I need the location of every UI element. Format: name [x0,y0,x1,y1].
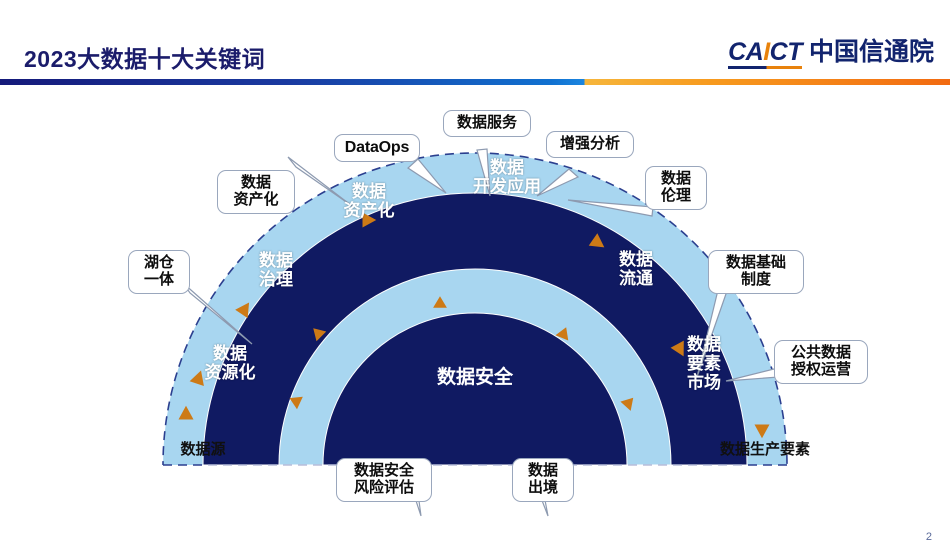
flow-arrows-outer [178,212,770,439]
callout-data-security-risk-assessment[interactable]: 数据安全 风险评估 [336,458,432,502]
leader-data-assetization [287,156,353,207]
ring-label-data-resourcing: 数据 资源化 [204,344,256,383]
callout-public-data-authorized-operation[interactable]: 公共数据 授权运营 [774,340,868,384]
ring-label-data-governance: 数据 治理 [259,251,293,290]
logo-text-i: I [763,38,770,66]
callout-lakehouse[interactable]: 湖仓 一体 [128,250,190,294]
logo-underline [728,66,802,69]
caict-logo: CAICT 中国信通院 [728,40,934,69]
arrow-outer-5 [668,328,684,357]
leader-dataops [407,158,447,194]
callout-data-basic-system[interactable]: 数据基础 制度 [708,250,804,294]
core-label-data-security: 数据安全 [436,367,513,388]
ring-label-data-element-market: 数据 要素 市场 [687,335,721,393]
arrow-inner-5 [615,397,634,418]
arrow-inner-1 [289,396,314,410]
ring-label-data-development: 数据 开发应用 [473,158,541,197]
callout-data-cross-border[interactable]: 数据 出境 [512,458,574,502]
ring-label-data-circulation: 数据 流通 [619,250,653,289]
arrow-outer-2 [231,302,250,329]
callout-data-assetization[interactable]: 数据 资产化 [217,170,295,214]
arrow-outer-4 [578,229,605,248]
callout-leaders [182,148,780,517]
flow-arrows-inner [289,296,634,418]
arrow-outer-6-down [754,407,770,439]
ring-label-data-assetization: 数据 资产化 [343,182,395,221]
logo-text-ca: CA [728,38,764,66]
leader-augmented-analytics [536,168,580,197]
logo-chinese-name: 中国信通院 [808,38,934,66]
band-label-data-production-factor: 数据生产要素 [719,441,810,458]
diagram-svg [162,148,788,517]
callout-dataops[interactable]: DataOps [334,134,420,162]
callout-augmented-analytics[interactable]: 增强分析 [546,131,634,158]
band-label-data-source: 数据源 [180,441,226,458]
caict-wordmark: CAICT [728,40,802,69]
arrow-inner-3 [433,296,447,323]
leader-data-service [476,148,491,197]
callout-data-service[interactable]: 数据服务 [443,110,531,137]
concentric-arc-diagram: 数据 资源化 数据 治理 数据 资产化 数据 开发应用 数据 流通 数据 要素 … [0,86,950,551]
logo-text-ct: CT [769,38,803,66]
callout-data-ethics[interactable]: 数据 伦理 [645,166,707,210]
arrow-outer-3 [345,212,377,228]
header-divider-bar [0,79,950,85]
arrow-outer-1 [189,370,204,401]
arrow-inner-4 [555,327,569,352]
page-number: 2 [925,531,932,543]
core-dome-arc [322,312,628,465]
arrow-data-source-up [178,405,194,437]
leader-data-ethics [567,199,654,217]
arrow-inner-2 [313,328,332,347]
page-title: 2023大数据十大关键词 [24,46,266,72]
